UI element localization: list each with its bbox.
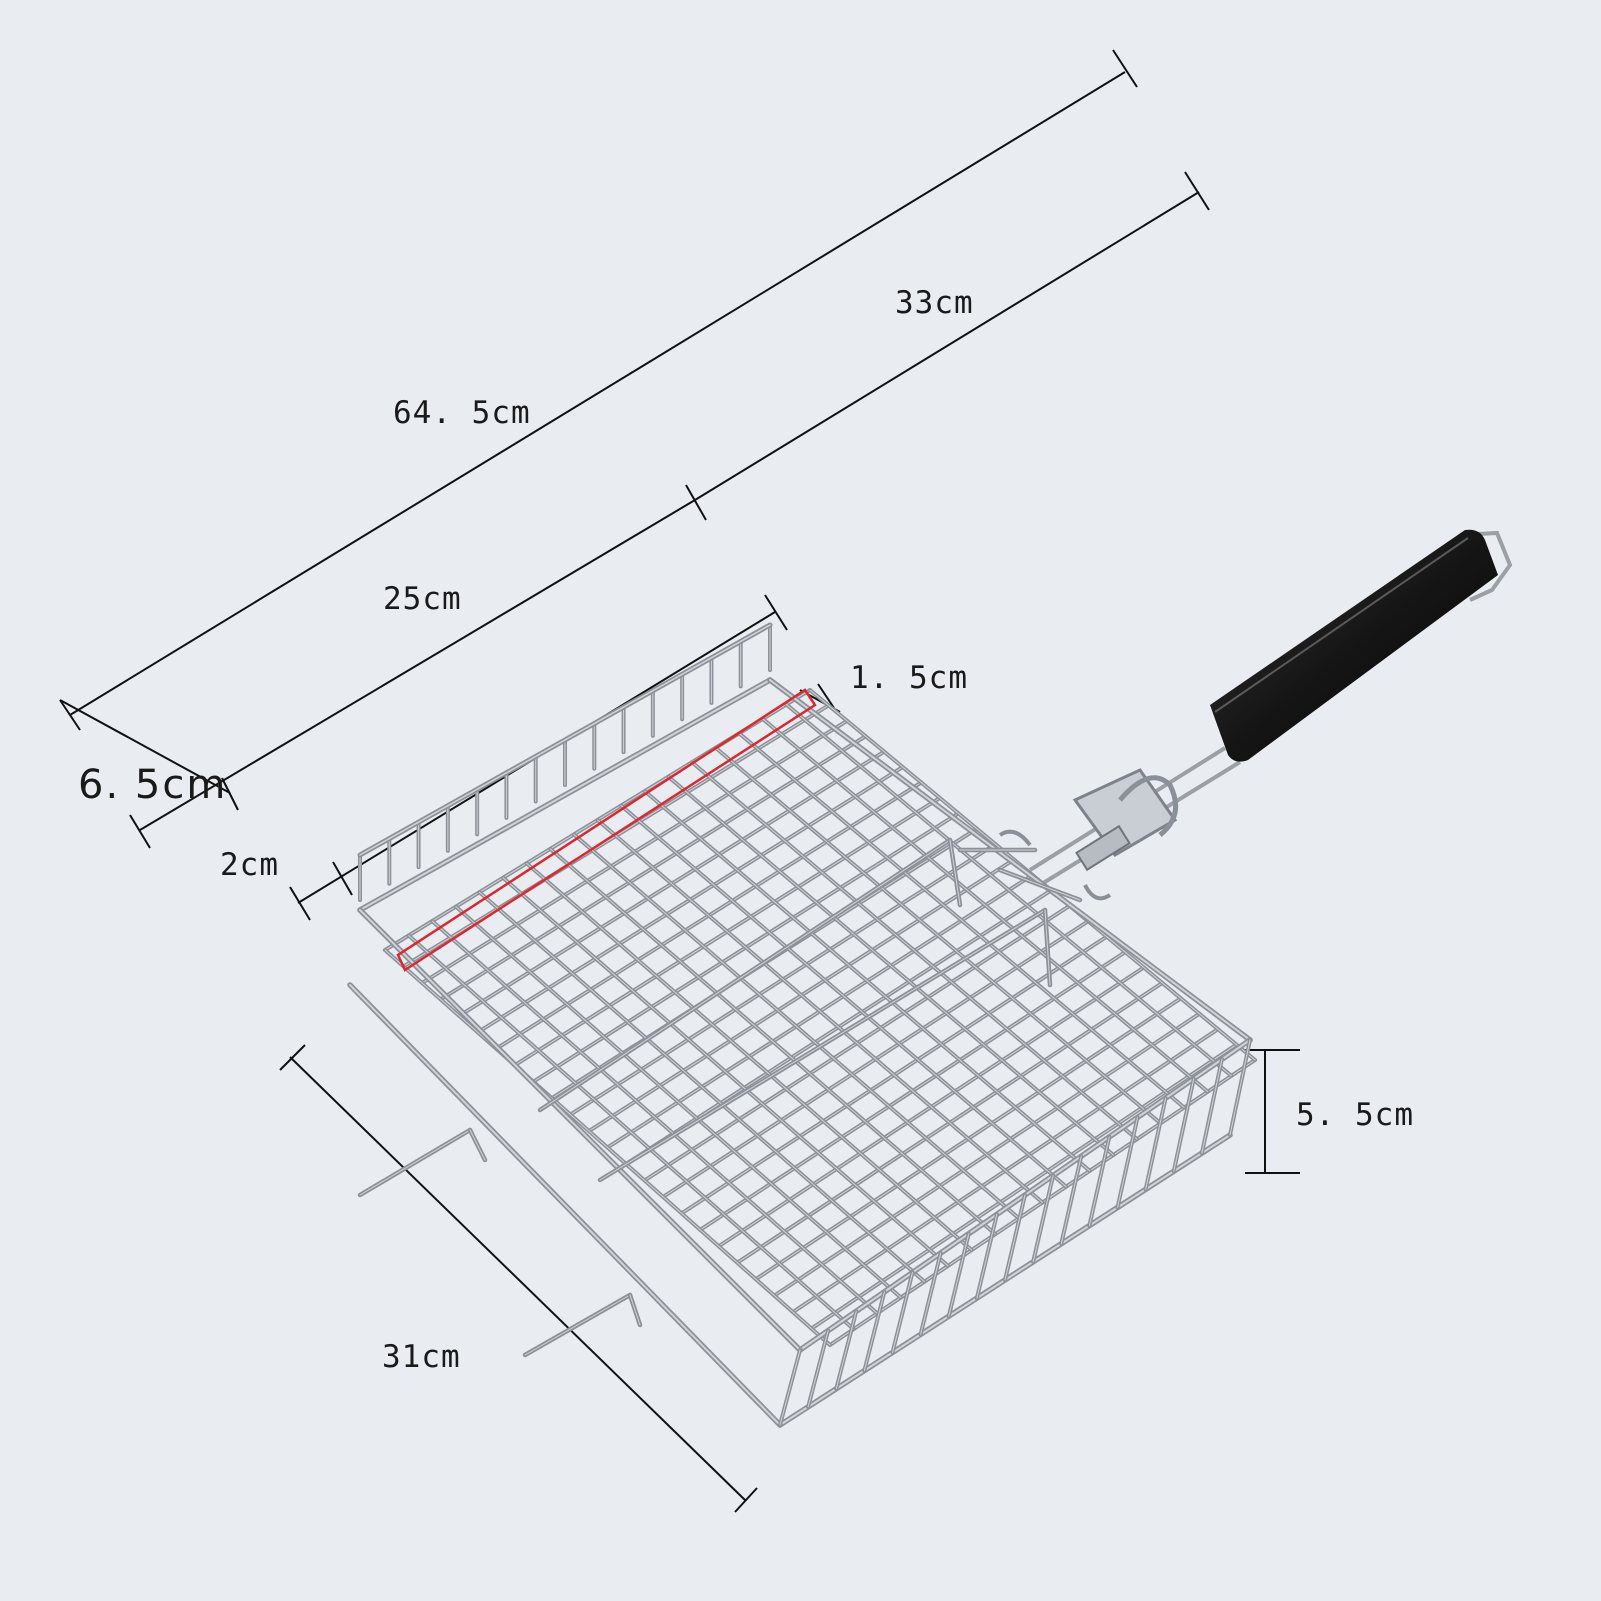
rail-wire: [539, 839, 951, 1111]
rail-wire: [1044, 909, 1051, 986]
side-wire: [1145, 1097, 1167, 1190]
back-rim-wire: [359, 624, 771, 856]
red-marker-flap: [396, 688, 817, 972]
side-wire: [948, 1233, 970, 1317]
lock-clip: [998, 768, 1179, 901]
side-wire: [807, 1330, 829, 1408]
dim-line-side-offset: [59, 699, 239, 811]
side-wire: [1088, 1136, 1110, 1227]
grid-wire: [549, 848, 996, 1235]
side-wire: [1032, 1175, 1054, 1263]
dim-line-handle-length: [685, 171, 1210, 521]
side-wire: [1060, 1155, 1082, 1245]
grid-wire: [762, 718, 1209, 1093]
side-wire: [1229, 1039, 1251, 1136]
dim-line-basket-height: [1245, 1049, 1300, 1174]
wire-basket: [347, 622, 1257, 1428]
side-wire: [1117, 1117, 1138, 1208]
rail-wire: [599, 909, 1046, 1181]
grid-wire: [384, 949, 831, 1346]
frame-wire: [769, 679, 1251, 1041]
grid-wire: [431, 920, 878, 1314]
stand-leg: [524, 1294, 631, 1356]
handle-bar: [999, 869, 1081, 901]
stand-leg: [629, 1294, 641, 1326]
grid-wire: [715, 747, 1162, 1124]
rail-wire: [949, 839, 961, 906]
grid-wire: [408, 935, 855, 1330]
label-side-offset: 6. 5cm: [78, 762, 228, 808]
label-handle-length: 33cm: [895, 285, 974, 321]
label-flap-width: 1. 5cm: [850, 660, 968, 696]
side-wire: [1173, 1078, 1195, 1172]
grid-wire: [620, 805, 1067, 1188]
grid-wire: [502, 877, 949, 1267]
label-basket-height: 5. 5cm: [1296, 1097, 1414, 1133]
label-basket-width: 31cm: [382, 1339, 461, 1375]
stand-leg: [469, 1129, 486, 1161]
grid-wire: [597, 819, 1043, 1203]
side-wire: [976, 1213, 998, 1299]
frame-wire: [359, 679, 771, 911]
grid-wire: [667, 776, 1114, 1156]
side-wire: [1201, 1058, 1223, 1154]
grid-wire: [573, 833, 1020, 1219]
dimension-lines: [59, 49, 1300, 1513]
dim-line-overall-length: [59, 49, 1138, 731]
side-wire: [779, 1349, 801, 1426]
bottom-frame-wire: [349, 984, 781, 1426]
side-wire: [920, 1252, 942, 1335]
grid-wire: [478, 891, 925, 1283]
side-wire: [1004, 1194, 1026, 1281]
label-gap: 2cm: [220, 847, 279, 883]
grid-wire: [691, 761, 1138, 1140]
label-overall-length: 64. 5cm: [393, 395, 531, 431]
side-wire: [863, 1291, 885, 1372]
dim-line-basket-width: [279, 1044, 758, 1513]
dim-line-basket-length: [129, 499, 696, 849]
stand-leg: [359, 1129, 471, 1196]
side-wire: [892, 1272, 913, 1353]
side-wire: [835, 1310, 857, 1390]
grid-wire: [785, 703, 1232, 1077]
grid-wire: [455, 906, 902, 1298]
frame-wire: [359, 909, 801, 1351]
label-basket-length: 25cm: [383, 581, 462, 617]
grid-wire: [738, 732, 1185, 1108]
grid-wire: [526, 862, 973, 1251]
grid-wire: [644, 790, 1091, 1172]
